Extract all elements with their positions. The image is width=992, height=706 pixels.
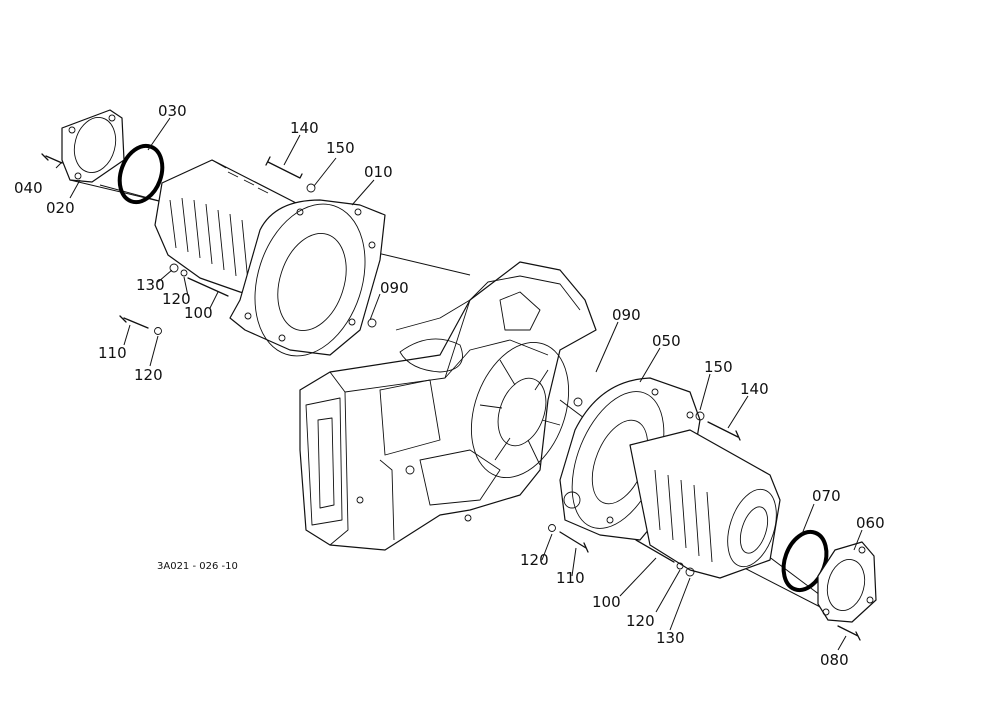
callout-leaders <box>55 117 863 651</box>
washer-120-left-upper <box>180 269 188 277</box>
callout-130-right: 130 <box>656 629 685 647</box>
callout-130-left: 130 <box>136 276 165 294</box>
callout-110-right: 110 <box>556 569 585 587</box>
nut-130-right <box>685 567 695 577</box>
callout-110-left: 110 <box>98 344 127 362</box>
nut-120-left-lower <box>154 327 162 335</box>
callout-100-left: 100 <box>184 304 213 322</box>
bolt-110-right <box>559 531 589 553</box>
callout-140-left: 140 <box>290 119 319 137</box>
stud-100-right <box>635 539 675 563</box>
callout-090-right: 090 <box>612 306 641 324</box>
callout-020: 020 <box>46 199 75 217</box>
callout-070: 070 <box>812 487 841 505</box>
callout-140-right: 140 <box>740 380 769 398</box>
callout-150-left: 150 <box>326 139 355 157</box>
callout-150-right: 150 <box>704 358 733 376</box>
left-end-cover <box>61 109 125 183</box>
callout-120-right-upper: 120 <box>626 612 655 630</box>
callout-040: 040 <box>14 179 43 197</box>
nut-130-left <box>169 263 179 273</box>
callout-010: 010 <box>364 163 393 181</box>
right-end-cover <box>817 541 877 623</box>
bolt-080 <box>837 625 861 641</box>
callout-080: 080 <box>820 651 849 669</box>
callout-090-left: 090 <box>380 279 409 297</box>
callout-120-left-upper: 120 <box>162 290 191 308</box>
callout-labels: 030 140 150 010 040 020 130 120 100 090 … <box>14 102 885 669</box>
right-axle-housing <box>559 377 781 579</box>
nut-120-right-lower <box>548 524 556 532</box>
callout-100-right: 100 <box>592 593 621 611</box>
bolt-140-left <box>265 156 303 179</box>
bolt-140-right <box>707 421 741 441</box>
callout-030: 030 <box>158 102 187 120</box>
callout-060: 060 <box>856 514 885 532</box>
stud-100-left <box>187 277 229 297</box>
bolt-040 <box>41 153 63 164</box>
fasteners <box>41 153 861 641</box>
transmission-case <box>299 261 597 551</box>
bolt-110-left <box>119 315 149 329</box>
callout-120-left-lower: 120 <box>134 366 163 384</box>
left-o-ring <box>117 143 165 205</box>
washer-150-right <box>695 411 705 421</box>
washer-150-left <box>306 183 316 193</box>
left-axle-housing <box>154 159 386 357</box>
callout-120-right-lower: 120 <box>520 551 549 569</box>
callout-050: 050 <box>652 332 681 350</box>
washer-120-right-upper <box>676 562 684 570</box>
drawing-code: 3A021 - 026 -10 <box>157 561 238 572</box>
